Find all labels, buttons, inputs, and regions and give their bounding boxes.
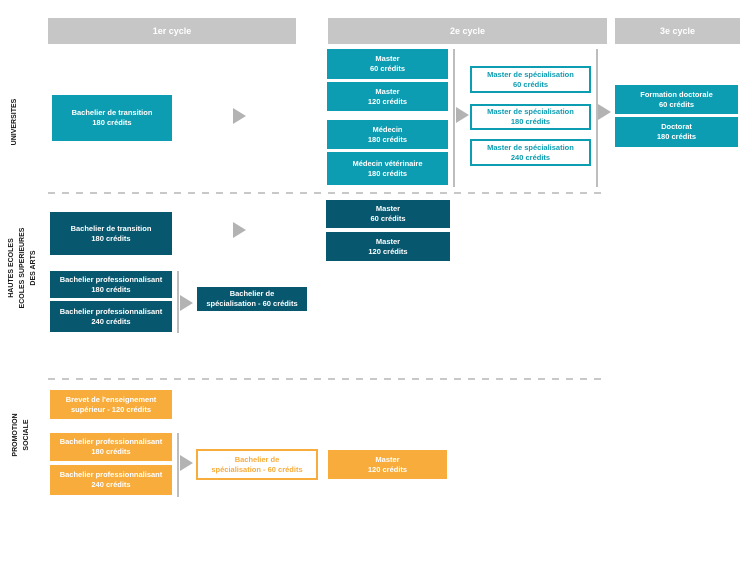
box-label: Master de spécialisation <box>487 107 574 116</box>
box-universites-medecin: Médecin 180 crédits <box>327 120 448 149</box>
box-label: Bachelier de transition <box>71 108 153 117</box>
box-label: Master <box>375 454 400 464</box>
box-label: 180 crédits <box>91 233 131 243</box>
box-label: 60 crédits <box>658 99 695 109</box>
box-universites-master-120: Master 120 crédits <box>327 82 448 111</box>
box-label: 180 crédits <box>367 134 408 144</box>
box-label: Bachelier professionnalisant <box>59 306 163 316</box>
box-label: Doctorat <box>661 122 692 131</box>
box-label: Master <box>375 86 400 96</box>
row-label-promotion-sociale-line1: PROMOTION <box>12 413 19 457</box>
box-label: 180 crédits <box>91 447 131 456</box>
header-3e-cycle-label: 3e cycle <box>659 26 696 36</box>
box-promo-bachelier-pro-240: Bachelier professionnalisant 240 crédits <box>50 465 172 495</box>
arrow-right-icon <box>456 107 469 123</box>
box-label: 120 crédits <box>368 246 408 256</box>
box-hautes-bachelier-transition: Bachelier de transition 180 crédits <box>50 212 172 255</box>
box-label: Bachelier de <box>229 289 275 298</box>
arrow-right-icon <box>598 104 611 120</box>
box-promo-brevet-enseignement-superieur: Brevet de l'enseignement supérieur - 120… <box>50 390 172 419</box>
box-universites-master-60: Master 60 crédits <box>327 49 448 79</box>
separator-dashed-line <box>48 192 603 194</box>
box-label: Master <box>375 204 401 213</box>
box-universites-formation-doctorale: Formation doctorale 60 crédits <box>615 85 738 114</box>
box-label: 120 crédits <box>367 96 408 106</box>
box-universites-master-specialisation-180: Master de spécialisation 180 crédits <box>470 104 591 130</box>
box-label: spécialisation - 60 crédits <box>206 299 298 308</box>
box-label: Master de spécialisation <box>487 142 574 152</box>
arrow-right-icon <box>233 222 246 238</box>
box-label: Brevet de l'enseignement <box>65 394 157 404</box>
box-label: Master <box>375 54 400 63</box>
box-label: 180 crédits <box>367 168 408 178</box>
box-promo-bachelier-specialisation: Bachelier de spécialisation - 60 crédits <box>196 449 318 480</box>
header-2e-cycle: 2e cycle <box>328 18 607 44</box>
row-label-hautes-ecoles-line3: DES ARTS <box>29 250 37 286</box>
box-label: Médecin vétérinaire <box>352 158 423 168</box>
arrow-right-icon <box>180 295 193 311</box>
connector-line <box>177 271 179 333</box>
box-label: Bachelier professionnalisant <box>59 437 163 446</box>
box-universites-bachelier-transition: Bachelier de transition 180 crédits <box>52 95 172 141</box>
arrow-right-icon <box>180 455 193 471</box>
box-label: Bachelier professionnalisant <box>59 274 163 284</box>
box-label: 60 crédits <box>512 79 549 89</box>
separator-dashed-line <box>48 378 603 380</box>
header-1er-cycle: 1er cycle <box>48 18 296 44</box>
header-3e-cycle: 3e cycle <box>615 18 740 44</box>
box-hautes-bachelier-specialisation: Bachelier de spécialisation - 60 crédits <box>197 287 307 311</box>
box-label: Master <box>375 236 401 246</box>
box-label: Master de spécialisation <box>487 69 574 79</box>
box-label: 240 crédits <box>91 316 131 326</box>
box-label: 120 crédits <box>367 464 408 474</box>
row-label-hautes-ecoles-line2: ECOLES SUPERIEURES <box>18 227 26 309</box>
box-label: spécialisation - 60 crédits <box>211 464 303 474</box>
connector-line <box>453 49 455 187</box>
box-label: Médecin <box>372 124 403 134</box>
row-label-hautes-ecoles: HAUTES ECOLES ECOLES SUPERIEURES DES ART… <box>4 203 40 333</box>
box-label: 60 crédits <box>369 64 406 73</box>
row-label-universites: UNIVERSITES <box>8 82 20 162</box>
box-universites-master-specialisation-240: Master de spécialisation 240 crédits <box>470 139 591 166</box>
box-hautes-master-120: Master 120 crédits <box>326 232 450 261</box>
box-promo-bachelier-pro-180: Bachelier professionnalisant 180 crédits <box>50 433 172 461</box>
box-hautes-master-60: Master 60 crédits <box>326 200 450 228</box>
row-label-hautes-ecoles-line1: HAUTES ECOLES <box>7 238 15 298</box>
box-label: 180 crédits <box>510 117 551 126</box>
box-label: 60 crédits <box>370 214 406 223</box>
box-label: Bachelier de <box>234 454 280 464</box>
arrow-right-icon <box>233 108 246 124</box>
box-label: supérieur - 120 crédits <box>70 404 152 414</box>
row-label-universites-line: UNIVERSITES <box>10 98 18 146</box>
box-label: 240 crédits <box>91 480 131 489</box>
connector-line <box>596 49 598 187</box>
box-label: 180 crédits <box>656 132 697 141</box>
box-universites-medecin-veterinaire: Médecin vétérinaire 180 crédits <box>327 152 448 185</box>
row-label-promotion-sociale-line2: SOCIALE <box>23 419 30 451</box>
header-1er-cycle-label: 1er cycle <box>152 26 192 36</box>
header-2e-cycle-label: 2e cycle <box>449 26 486 36</box>
box-label: Bachelier de transition <box>70 223 152 233</box>
row-label-promotion-sociale: PROMOTION SOCIALE <box>9 385 33 485</box>
box-hautes-bachelier-pro-180: Bachelier professionnalisant 180 crédits <box>50 271 172 298</box>
box-label: 180 crédits <box>91 284 131 294</box>
box-label: 240 crédits <box>510 152 551 162</box>
box-label: Formation doctorale <box>640 89 713 99</box>
box-promo-master-120: Master 120 crédits <box>328 450 447 479</box>
box-universites-doctorat: Doctorat 180 crédits <box>615 117 738 147</box>
box-hautes-bachelier-pro-240: Bachelier professionnalisant 240 crédits <box>50 301 172 332</box>
box-label: 180 crédits <box>92 118 132 127</box>
box-label: Bachelier professionnalisant <box>59 470 163 479</box>
connector-line <box>177 433 179 497</box>
box-universites-master-specialisation-60: Master de spécialisation 60 crédits <box>470 66 591 93</box>
